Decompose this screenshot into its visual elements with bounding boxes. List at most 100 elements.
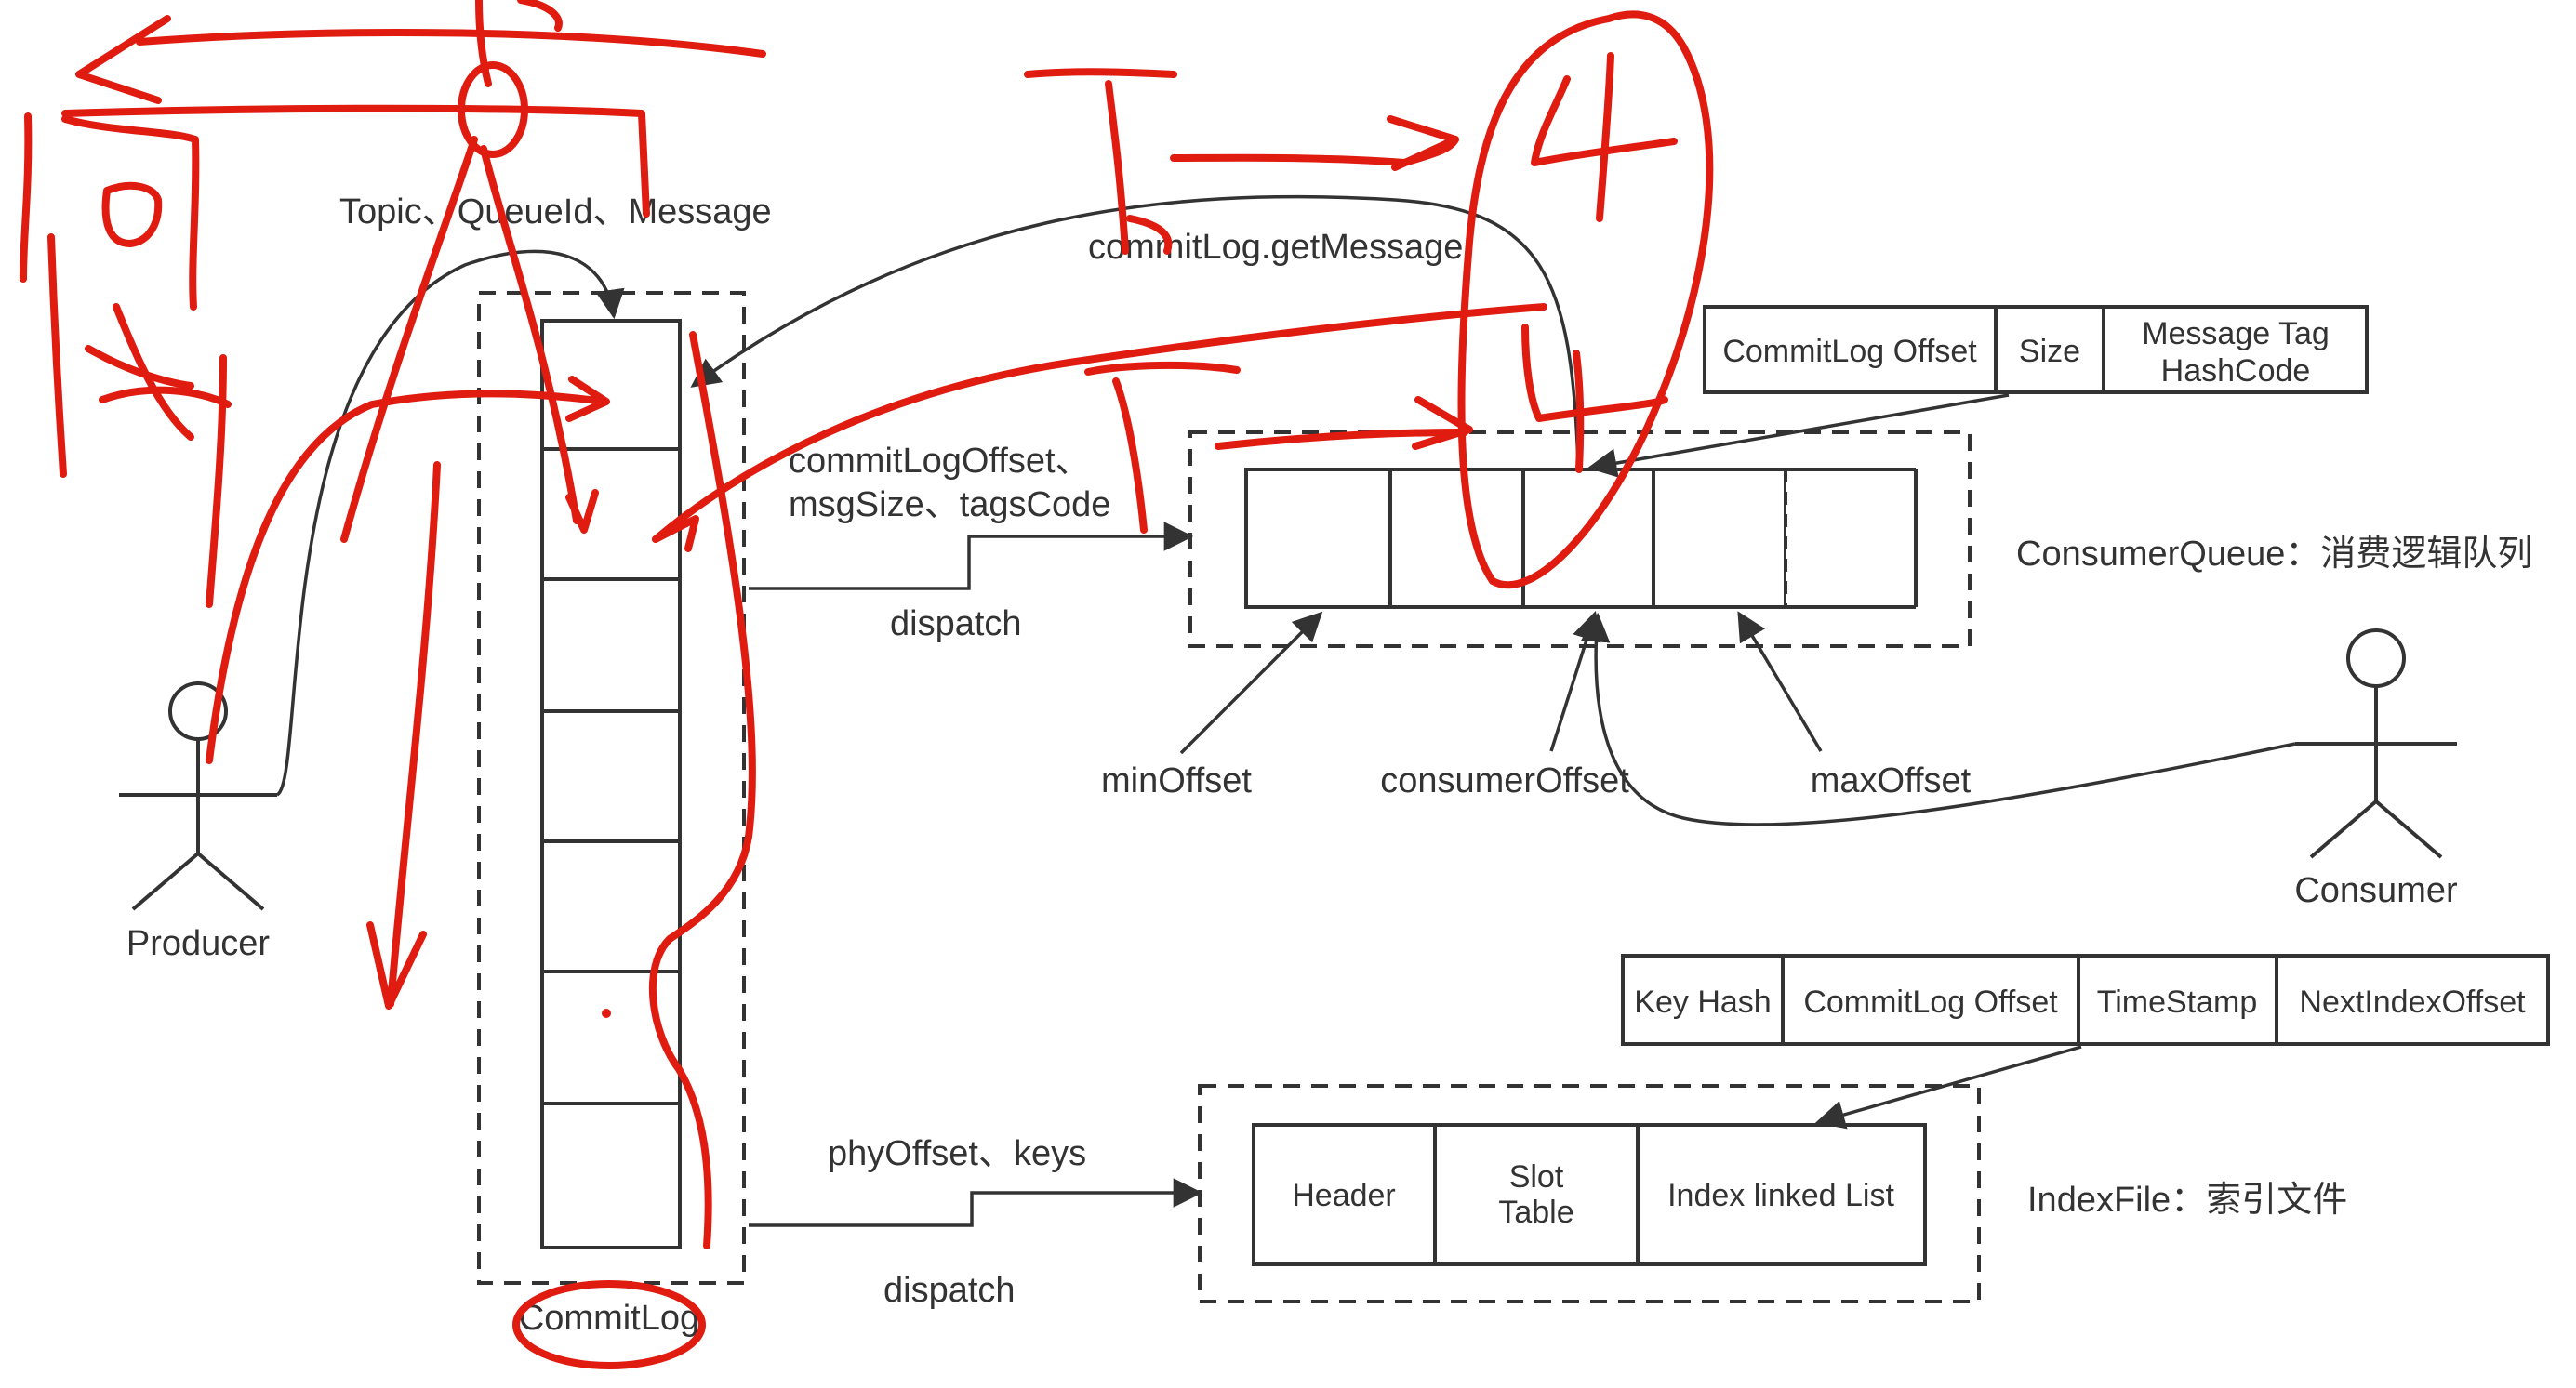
consumerqueue-cell: [1244, 468, 1392, 609]
cq-entry-pointer-arrow: [1587, 393, 2010, 478]
indexfile-part-box: [1252, 1123, 1437, 1266]
index-field-key-hash: Key Hash: [1634, 985, 1771, 1020]
indexfile-part-box: [1636, 1123, 1927, 1266]
index-field-box: [2077, 954, 2278, 1046]
index-entry-pointer-arrow: [1814, 1045, 2082, 1130]
red-stroke: [1596, 52, 1614, 222]
producer-figure: [119, 681, 277, 911]
index-field-next-index-offset: NextIndexOffset: [2299, 985, 2526, 1020]
producer-to-commitlog-arrow: [275, 249, 625, 797]
index-field-box: [2275, 954, 2550, 1046]
dispatch-label-bottom: dispatch: [883, 1271, 1016, 1310]
commitlog-cell: [540, 447, 682, 581]
indexfile-parts: Header Slot Table Index linked List: [1252, 1123, 1927, 1266]
indexfile-slot: Slot: [1509, 1159, 1564, 1195]
red-stroke: [366, 921, 427, 1010]
consumer-to-offset-arrow: [1581, 612, 2296, 826]
producer-label: Producer: [126, 924, 271, 963]
consumer-offset-label: consumerOffset: [1380, 761, 1629, 800]
red-stroke: [387, 461, 441, 1008]
red-stroke: [565, 376, 610, 422]
max-offset-label: maxOffset: [1811, 761, 1972, 800]
consumer-leg-left: [2309, 800, 2378, 859]
consumerqueue-dashed-border: [1188, 430, 1972, 648]
producer-leg-left: [131, 852, 200, 911]
dispatch-label-top: dispatch: [890, 604, 1022, 643]
red-circle-mark: [458, 61, 528, 158]
red-stroke: [136, 29, 766, 58]
commitlog-cell: [540, 839, 682, 973]
red-big-oval: [1457, 10, 1714, 589]
consumer-leg-right: [2374, 800, 2443, 859]
cq-field-box: [1994, 305, 2105, 394]
cq-field-size: Size: [2019, 334, 2080, 369]
min-offset-arrow: [1179, 611, 1323, 755]
red-stroke: [1531, 75, 1678, 166]
red-stroke: [61, 115, 200, 311]
index-field-timestamp: TimeStamp: [2097, 985, 2258, 1020]
consumer-figure: [2295, 628, 2457, 859]
red-stroke: [113, 303, 194, 441]
cq-field-message-tag: Message Tag: [2142, 316, 2330, 351]
red-stroke: [75, 15, 171, 104]
getmessage-arrow: [690, 194, 1580, 466]
min-offset-label: minOffset: [1101, 761, 1252, 800]
dispatch-to-consumerqueue-arrow: [749, 522, 1194, 590]
red-stroke: [1024, 68, 1177, 78]
cq-field-commitlog-offset: CommitLog Offset: [1722, 334, 1977, 369]
indexfile-label: IndexFile：索引文件: [2027, 1181, 2347, 1220]
commitlog-label: CommitLog: [519, 1299, 699, 1338]
red-stroke: [85, 345, 194, 390]
red-stroke: [1412, 396, 1473, 450]
red-stroke: [99, 386, 232, 408]
red-stroke: [1215, 429, 1468, 450]
red-stroke: [475, 0, 492, 87]
indexfile-header: Header: [1292, 1178, 1396, 1213]
indexfile-table: Table: [1498, 1195, 1573, 1230]
red-stroke: [20, 112, 33, 283]
index-field-box: [1621, 954, 1785, 1046]
topic-queueid-message-label: Topic、QueueId、Message: [339, 192, 772, 231]
indexfile-dashed-border: [1198, 1084, 1981, 1303]
producer-leg-right: [196, 852, 265, 911]
consumerqueue-cell: [1652, 468, 1787, 609]
red-stroke: [1170, 136, 1459, 166]
index-field-box: [1781, 954, 2080, 1046]
red-stroke: [1126, 215, 1173, 255]
red-stroke: [652, 303, 1547, 543]
red-stroke: [652, 515, 699, 552]
red-stroke: [480, 145, 580, 524]
getmessage-label: commitLog.getMessage: [1088, 228, 1463, 267]
max-offset-arrow: [1737, 611, 1823, 752]
red-stroke: [1573, 350, 1585, 473]
red-stroke: [1387, 115, 1459, 171]
consumerqueue-cell: [1521, 468, 1655, 609]
commitlog-cell: [540, 1102, 682, 1249]
indexfile-part-box: [1433, 1123, 1640, 1266]
red-stroke: [1112, 377, 1148, 534]
red-stroke: [517, 0, 563, 32]
red-handwritten-annotations: [20, 0, 1714, 1369]
dispatch-to-indexfile-arrow: [749, 1178, 1203, 1227]
red-circle-commitlog: [512, 1280, 706, 1369]
consumer-label: Consumer: [2294, 871, 2458, 910]
commitlog-offset-label-line1: commitLogOffset、: [789, 442, 1091, 481]
consumerqueue-cell-tail: [1786, 469, 1916, 607]
red-stroke: [61, 104, 650, 218]
cq-entry-structure: CommitLog Offset Size Message Tag HashCo…: [1703, 305, 2369, 394]
commitlog-cell: [540, 709, 682, 843]
consumer-head: [2346, 628, 2406, 688]
red-stroke: [101, 181, 163, 247]
red-stroke: [206, 390, 608, 764]
cq-field-hashcode: HashCode: [2161, 353, 2311, 389]
red-stroke: [206, 354, 227, 608]
index-field-commitlog-offset: CommitLog Offset: [1803, 985, 2058, 1020]
commitlog-cell: [540, 577, 682, 713]
consumerqueue-label: ConsumerQueue：消费逻辑队列: [2016, 535, 2532, 574]
red-stroke: [340, 136, 478, 543]
red-stroke: [648, 331, 756, 1249]
commitlog-offset-label-line2: msgSize、tagsCode: [789, 485, 1110, 524]
cq-field-box: [1703, 305, 1998, 394]
